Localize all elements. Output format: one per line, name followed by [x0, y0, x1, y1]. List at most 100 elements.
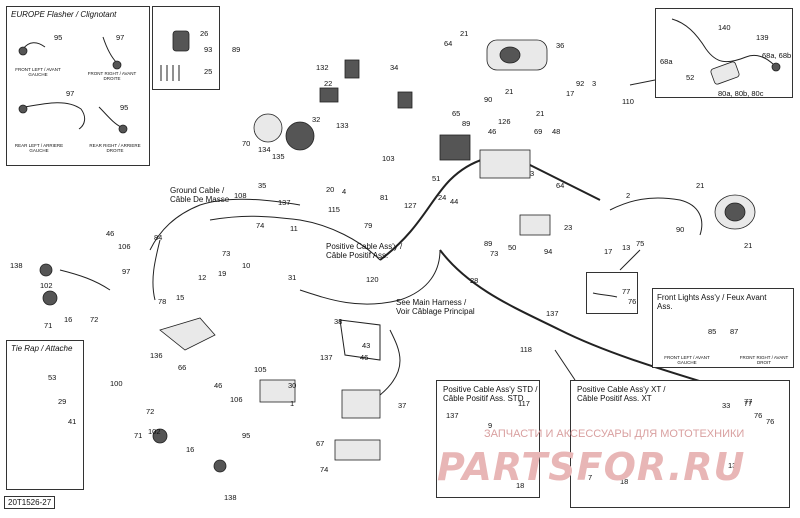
callout-c90a: 90: [484, 95, 493, 104]
callout-c95a: 95: [54, 33, 63, 42]
callout-c137b: 137: [320, 353, 333, 362]
callout-c46b: 46: [106, 229, 115, 238]
europe-flasher-box: EUROPE Flasher / Clignotant FRONT LEFT /…: [6, 6, 150, 166]
callout-c89c: 89: [484, 239, 493, 248]
callout-c30: 30: [288, 381, 297, 390]
callout-c132: 132: [316, 63, 329, 72]
watermark-logo: PARTSFOR.RU: [437, 445, 746, 489]
reflector-left: [42, 290, 58, 306]
right-switch: [397, 91, 413, 109]
ground-cable-note: Ground Cable / Câble De Masse: [170, 186, 230, 204]
callout-c52: 52: [686, 73, 695, 82]
leader-75: [619, 249, 641, 271]
callout-c2: 2: [626, 191, 631, 200]
front-lights-right-label: FRONT RIGHT / AVANT DROIT: [739, 355, 789, 365]
callout-c3b: 3: [530, 169, 535, 178]
callout-c26: 26: [200, 29, 209, 38]
callout-c77c: 77: [744, 397, 753, 406]
callout-c77a: 77: [622, 287, 631, 296]
callout-c87: 87: [730, 327, 739, 336]
callout-c12: 12: [198, 273, 207, 282]
voltage-regulator: [259, 379, 296, 403]
callout-c137a: 137: [278, 198, 291, 207]
callout-c66: 66: [178, 363, 187, 372]
callout-c92: 92: [576, 79, 585, 88]
callout-c97a: 97: [116, 33, 125, 42]
callout-c95b: 95: [120, 103, 129, 112]
callout-c21d: 21: [744, 241, 753, 250]
callout-c17a: 17: [566, 89, 575, 98]
callout-c16b: 16: [186, 445, 195, 454]
callout-c43: 43: [362, 341, 371, 350]
callout-c22: 22: [324, 79, 333, 88]
callout-c97b: 97: [66, 89, 75, 98]
gauge-cluster: [285, 121, 315, 151]
callout-c15: 15: [176, 293, 185, 302]
switch-housing: [319, 87, 339, 103]
callout-c51: 51: [432, 174, 441, 183]
headlight-lens: [499, 46, 521, 64]
callout-c94: 94: [544, 247, 553, 256]
callout-c120: 120: [366, 275, 379, 284]
leader-xt: [554, 349, 576, 381]
callout-c21b: 21: [505, 87, 514, 96]
callout-c32: 32: [312, 115, 321, 124]
callout-c25: 25: [204, 67, 213, 76]
callout-c73a: 73: [222, 249, 231, 258]
callout-c90b: 90: [676, 225, 685, 234]
callout-c64a: 64: [444, 39, 453, 48]
callout-c76c: 76: [766, 417, 775, 426]
positive-xt-title: Positive Cable Ass'y XT / Câble Positif …: [577, 385, 666, 403]
callout-c37: 37: [398, 401, 407, 410]
callout-c117: 117: [518, 399, 530, 408]
small-cable-box: [586, 272, 638, 314]
callout-c68b: 68a: [660, 57, 673, 66]
callout-c75: 75: [636, 239, 645, 248]
callout-c108: 108: [234, 191, 247, 200]
tie-rap-title: Tie Rap / Attache: [11, 344, 73, 353]
callout-c106b: 106: [230, 395, 243, 404]
callout-c38: 38: [334, 317, 343, 326]
battery-bracket: [339, 319, 381, 361]
europe-front-left-label: FRONT LEFT / AVANT GAUCHE: [15, 67, 61, 77]
europe-rear-right-label: REAR RIGHT / ARRIERE DROITE: [89, 143, 141, 153]
positive-cable-note: Positive Cable Ass'y / Câble Positif Ass…: [326, 242, 403, 260]
starter-solenoid: [519, 214, 551, 236]
callout-c74: 74: [256, 221, 265, 230]
callout-c46d: 46: [214, 381, 223, 390]
positive-std-title: Positive Cable Ass'y STD / Câble Positif…: [443, 385, 538, 403]
callout-c4: 4: [342, 187, 347, 196]
callout-c34: 34: [390, 63, 399, 72]
callout-c16a: 16: [64, 315, 73, 324]
callout-c18b: 18: [620, 477, 629, 486]
callout-c71b: 71: [134, 431, 143, 440]
europe-flasher-title: EUROPE Flasher / Clignotant: [11, 10, 117, 19]
flasher-front-left: [39, 263, 53, 277]
callout-c19: 19: [218, 269, 227, 278]
callout-c137e: 137: [728, 461, 741, 470]
gauge-ring: [253, 113, 283, 143]
callout-c138b: 138: [224, 493, 237, 502]
callout-c71a: 71: [44, 321, 53, 330]
left-switch: [344, 59, 360, 79]
callout-c73b: 73: [490, 249, 499, 258]
reference-number: 20T1526-27: [4, 496, 56, 509]
callout-c72b: 72: [146, 407, 155, 416]
europe-front-right-label: FRONT RIGHT / AVANT DROITE: [87, 71, 137, 81]
callout-c76a: 76: [628, 297, 637, 306]
callout-c103: 103: [382, 154, 395, 163]
callout-c21e: 21: [696, 181, 705, 190]
callout-c24: 24: [438, 193, 447, 202]
callout-c68a: 68a, 68b: [762, 51, 792, 60]
bulbs-drawing: [160, 30, 190, 81]
callout-c67: 67: [316, 439, 325, 448]
callout-c53: 53: [48, 373, 57, 382]
callout-c23: 23: [564, 223, 573, 232]
callout-c100: 100: [110, 379, 123, 388]
callout-c137d: 137: [446, 411, 459, 420]
tie-rap-box: Tie Rap / Attache: [6, 340, 84, 490]
callout-c102b: 102: [148, 427, 161, 436]
callout-c140: 140: [718, 23, 731, 32]
callout-c29: 29: [58, 397, 67, 406]
